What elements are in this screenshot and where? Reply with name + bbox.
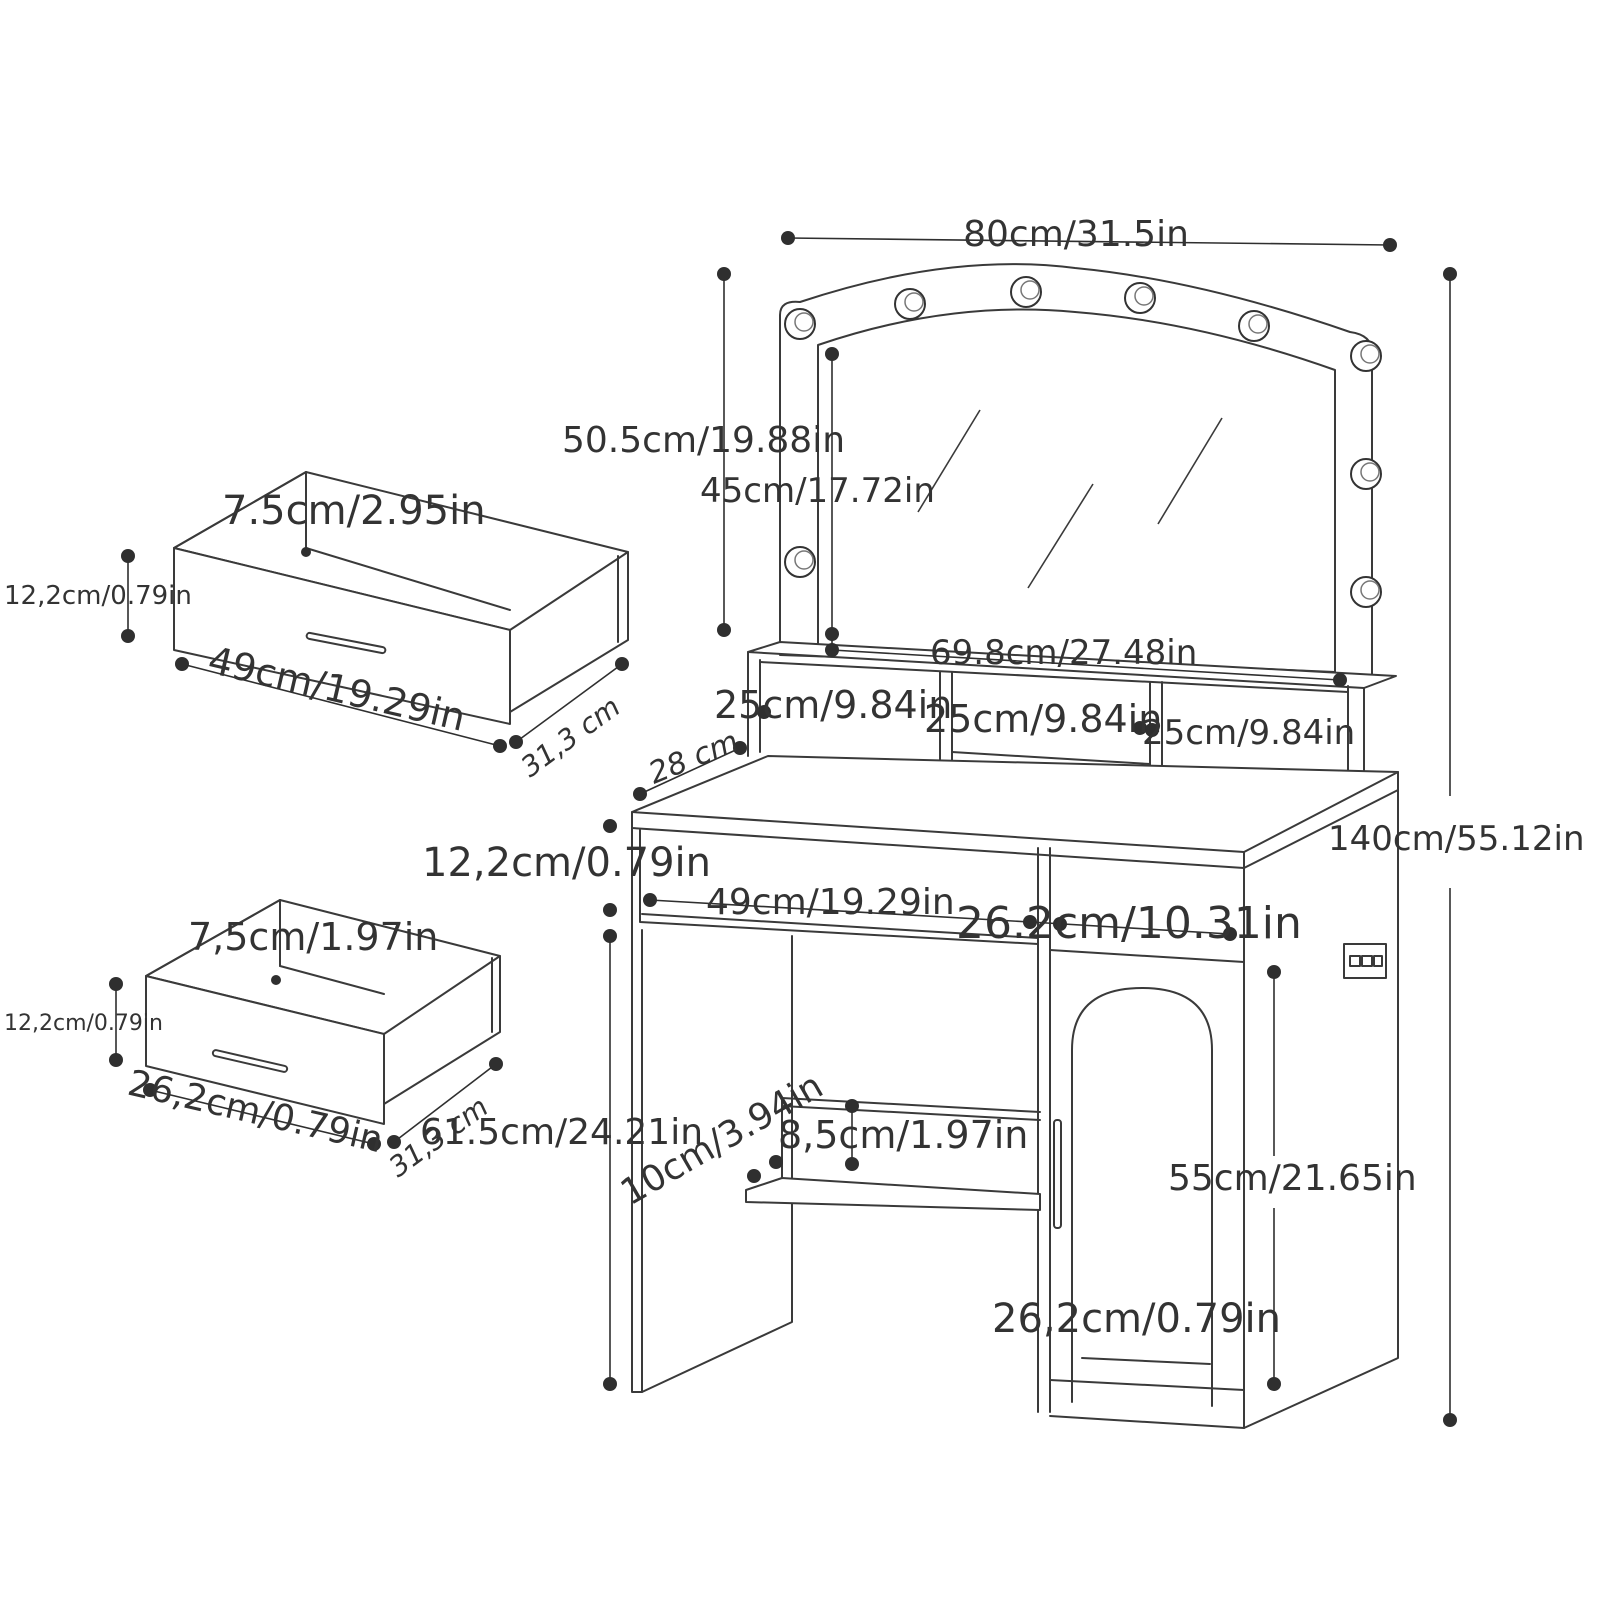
bulb-icon (1350, 340, 1382, 372)
drawer-handle (305, 631, 387, 655)
mirror-reflection-line (1157, 417, 1223, 525)
label-drawer-bottom-height: 12,2cm/0.79in (4, 1011, 163, 1036)
label-mirror-inner-height: 45cm/17.72in (700, 471, 935, 511)
bulb-icon (784, 308, 816, 340)
mirror-frame (779, 263, 1373, 676)
bulb-icon (1124, 282, 1156, 314)
desktop-surface (631, 755, 1399, 853)
bulb-icon (1238, 310, 1270, 342)
mirror-reflection-line (1027, 483, 1094, 589)
bulb-icon (1350, 458, 1382, 490)
mirror-bulbs (784, 276, 1382, 608)
label-shelf-gap: 8,5cm/1.97in (778, 1113, 1028, 1157)
drawer-top-illustration (173, 471, 629, 725)
label-cubby-left: 25cm/9.84in (714, 683, 952, 727)
label-overall-height: 140cm/55.12in (1328, 819, 1585, 859)
mirror-glass (817, 308, 1336, 673)
label-drawer-top-height: 12,2cm/0.79in (4, 581, 192, 611)
bulb-icon (1350, 576, 1382, 608)
bulb-icon (1010, 276, 1042, 308)
drawer-bottom-illustration (145, 899, 501, 1125)
label-drawer-top-inner-height: 7.5cm/2.95in (222, 488, 486, 534)
bulb-icon (784, 546, 816, 578)
dimension-lines (109, 231, 1457, 1427)
label-cabinet-height: 55cm/21.65in (1168, 1158, 1417, 1199)
cabinet-door-arch (1071, 987, 1213, 1407)
drawer-handle (211, 1049, 289, 1073)
label-cubby-middle: 25cm/9.84in (924, 697, 1162, 741)
power-outlet-icon (1343, 943, 1387, 979)
dimension-labels: 80cm/31.5in 50.5cm/19.88in 45cm/17.72in … (4, 214, 1585, 1342)
label-top-drawer-width: 49cm/19.29in (706, 882, 955, 923)
label-cabinet-bottom: 26,2cm/0.79in (992, 1296, 1281, 1342)
bulb-icon (894, 288, 926, 320)
label-cubby-right: 25cm/9.84in (1142, 713, 1355, 753)
label-desk-height: 61.5cm/24.21in (420, 1112, 703, 1153)
label-mirror-height: 50.5cm/19.88in (562, 420, 845, 461)
label-overall-width: 80cm/31.5in (963, 214, 1189, 255)
left-panel (631, 827, 643, 1393)
label-top-drawer-height: 12,2cm/0.79in (422, 840, 711, 886)
vanity-illustration (631, 263, 1399, 1429)
label-drawer-top-depth: 31,3 cm (515, 690, 627, 784)
door-handle[interactable] (1053, 1119, 1062, 1229)
label-cabinet-width: 26.2cm/10.31in (956, 898, 1302, 949)
middle-shelf (745, 1177, 1041, 1211)
label-drawer-bottom-inner-height: 7,5cm/1.97in (188, 915, 438, 959)
label-mirror-inner-width: 69.8cm/27.48in (930, 633, 1197, 673)
mirror-reflection-line (917, 409, 981, 513)
